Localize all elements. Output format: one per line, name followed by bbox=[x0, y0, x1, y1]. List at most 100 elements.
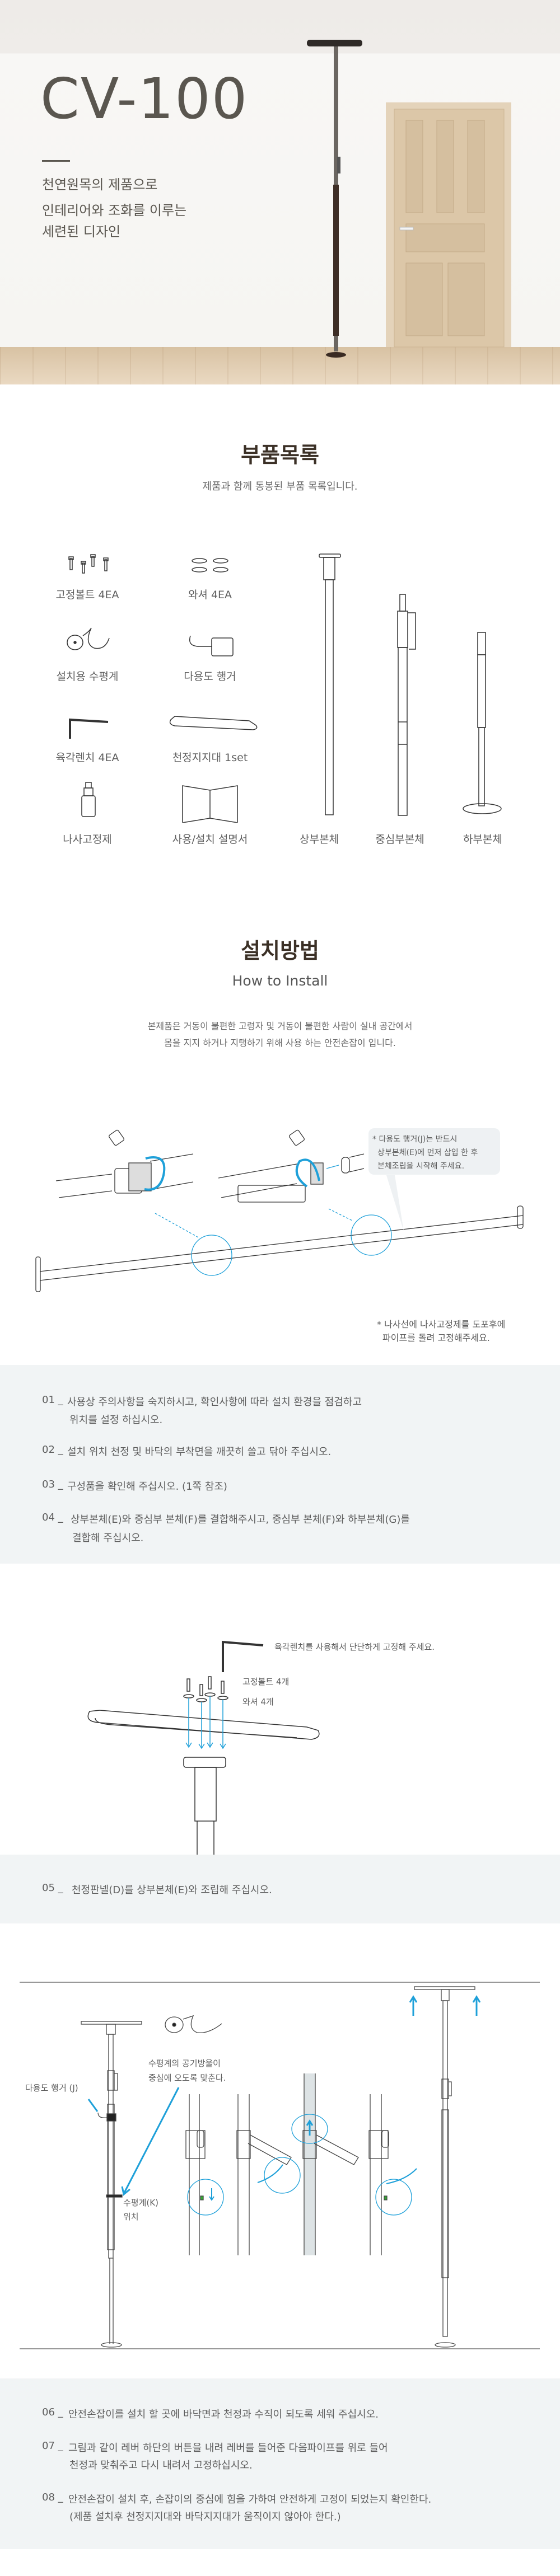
ceiling-panel-diagram bbox=[87, 1640, 320, 1855]
middle-body-icon bbox=[397, 594, 416, 816]
step-number: 05 _ bbox=[42, 1882, 63, 1894]
model-name: CV-100 bbox=[40, 66, 249, 132]
left-pole bbox=[81, 2021, 142, 2348]
step-number: 06 _ bbox=[42, 2406, 63, 2418]
callout-tail bbox=[386, 1175, 404, 1231]
upper-pole bbox=[194, 1767, 217, 1822]
step-number: 03 _ bbox=[42, 1479, 63, 1490]
part-label: 와셔 4EA bbox=[188, 589, 232, 601]
ceiling-bracket-icon bbox=[169, 716, 258, 730]
thread-joint-right-icon bbox=[218, 1129, 365, 1203]
step-text: 안전손잡이 설치 후, 손잡이의 중심에 힘을 가하여 안전하게 고정이 되었는… bbox=[68, 2494, 432, 2505]
parts-subtitle: 제품과 함께 동봉된 부품 목록입니다. bbox=[202, 481, 358, 492]
install-pole-diagram bbox=[20, 1982, 540, 2349]
step-number: 08 _ bbox=[42, 2491, 63, 2503]
part-label: 상부본체 bbox=[300, 833, 339, 846]
hanger-icon bbox=[189, 635, 234, 656]
hanger-block bbox=[106, 2113, 116, 2122]
assembled-rod bbox=[39, 1215, 524, 1281]
steps-band-3 bbox=[0, 2378, 560, 2549]
hanger-callout bbox=[368, 1128, 500, 1175]
wood-floor bbox=[0, 347, 560, 384]
part-label: 고정볼트 4EA bbox=[55, 589, 119, 601]
part-label: 설치용 수평계 bbox=[56, 670, 119, 683]
level-note: 중심에 오도록 맞춘다. bbox=[148, 2073, 226, 2083]
step-text: 그림과 같이 레버 하단의 버튼을 내려 레버를 들어준 다음파이프를 위로 들… bbox=[68, 2442, 388, 2454]
parts-illustrations bbox=[67, 553, 502, 823]
level-icon bbox=[67, 627, 110, 650]
right-pole bbox=[414, 1986, 475, 2348]
manual-icon bbox=[182, 785, 238, 823]
dashed-leader bbox=[155, 1208, 354, 1238]
hero-illustration bbox=[307, 40, 511, 358]
callout-line: 본체조립을 시작해 주세요. bbox=[377, 1162, 465, 1171]
pole bbox=[197, 1821, 214, 1855]
lever-step-2 bbox=[236, 2094, 301, 2255]
part-label: 나사고정제 bbox=[63, 833, 112, 846]
upper-body-icon bbox=[319, 553, 341, 815]
lever-step-4 bbox=[368, 2094, 417, 2255]
step-text: 천정판넬(D)를 상부본체(E)와 조립해 주십시오. bbox=[72, 1884, 272, 1896]
install-description: 본제품은 거동이 불편한 고령자 및 거동이 불편한 사람이 실내 공간에서 bbox=[147, 1021, 413, 1031]
step-text: 결합해 주십시오. bbox=[72, 1532, 144, 1544]
zoom-circle bbox=[191, 1235, 232, 1276]
bottom-end bbox=[35, 1256, 41, 1292]
step-number: 01 _ bbox=[42, 1394, 63, 1406]
thread-note: * 나사선에 나사고정제를 도포후에 bbox=[377, 1319, 506, 1330]
level-position-label: 수평계(K) bbox=[123, 2198, 158, 2208]
top-end bbox=[517, 1205, 524, 1229]
lever-step-1 bbox=[185, 2094, 224, 2255]
part-label: 육각렌치 4EA bbox=[55, 752, 119, 764]
install-description: 몸을 지지 하거나 지탱하기 위해 사용 하는 안전손잡이 입니다. bbox=[164, 1038, 396, 1048]
washers-icon bbox=[192, 558, 228, 573]
callout-line: * 다용도 행거(J)는 반드시 bbox=[372, 1135, 458, 1144]
part-label: 하부본체 bbox=[463, 833, 502, 846]
tagline-line: 인테리어와 조화를 이루는 bbox=[42, 203, 187, 218]
washers-label: 와셔 4개 bbox=[242, 1697, 274, 1707]
step-text: 상부본체(E)와 중심부 본체(F)를 결합해주시고, 중심부 본체(F)와 하… bbox=[71, 1514, 410, 1526]
wrench-note: 육각렌치를 사용해서 단단하게 고정해 주세요. bbox=[274, 1642, 435, 1652]
level-bar bbox=[106, 2194, 123, 2198]
install-subtitle: How to Install bbox=[232, 973, 328, 989]
step-number: 07 _ bbox=[42, 2440, 63, 2452]
zoom-circle bbox=[351, 1214, 392, 1256]
step-number: 04 _ bbox=[42, 1512, 63, 1523]
step-text: (제품 설치후 천정지지대와 바닥지지대가 움직이지 않아야 한다.) bbox=[69, 2511, 341, 2523]
step-text: 위치를 설정 하십시오. bbox=[69, 1414, 163, 1426]
bolts-icon bbox=[68, 554, 109, 574]
level-icon bbox=[165, 2015, 222, 2034]
steps-band-1 bbox=[0, 1365, 560, 1564]
assembly-diagram bbox=[35, 1129, 524, 1292]
steps-band-2 bbox=[0, 1855, 560, 1923]
part-label: 천정지지대 1set bbox=[172, 752, 248, 764]
divider bbox=[42, 160, 70, 162]
step-number: 02 _ bbox=[42, 1444, 63, 1456]
thread-joint-left-icon bbox=[55, 1129, 194, 1198]
bolts-icon bbox=[183, 1676, 228, 1702]
ceiling-floor-lines bbox=[20, 1982, 540, 2349]
install-title: 설치방법 bbox=[241, 939, 319, 963]
hex-wrench-icon bbox=[222, 1640, 264, 1672]
bolt-arrows bbox=[185, 1696, 226, 1749]
step-text: 사용상 주의사항을 숙지하시고, 확인사항에 따라 설치 환경을 점검하고 bbox=[67, 1396, 362, 1408]
hex-wrench-icon bbox=[69, 718, 109, 739]
lever-step-3 bbox=[291, 2073, 359, 2255]
hanger-label: 다용도 행거 (J) bbox=[25, 2083, 78, 2093]
tagline-line: 세련된 디자인 bbox=[42, 224, 121, 240]
step-text: 천정과 맞춰주고 다시 내려서 고정하십시오. bbox=[69, 2460, 253, 2471]
step-text: 구성품을 확인해 주십시오. (1쪽 참조) bbox=[67, 1481, 227, 1493]
ceiling-panel bbox=[87, 1710, 320, 1740]
step-text: 안전손잡이를 설치 할 곳에 바닥면과 천정과 수직이 되도록 세워 주십시오. bbox=[68, 2409, 379, 2420]
thread-note: 파이프를 돌려 고정해주세요. bbox=[382, 1332, 490, 1343]
safety-pole-image bbox=[307, 40, 362, 358]
thread-locker-icon bbox=[81, 782, 96, 817]
door-image bbox=[386, 102, 511, 348]
part-label: 다용도 행거 bbox=[184, 670, 236, 683]
pole-cap bbox=[183, 1757, 226, 1768]
part-label: 사용/설치 설명서 bbox=[172, 833, 248, 846]
part-label: 중심부본체 bbox=[375, 833, 424, 846]
level-position-label: 위치 bbox=[123, 2212, 139, 2222]
hanger-arrow bbox=[87, 2099, 99, 2112]
callout-line: 상부본체(E)에 먼저 삽입 한 후 bbox=[377, 1148, 478, 1157]
hero-banner: CV-100 천연원목의 제품으로 인테리어와 조화를 이루는 세련된 디자인 bbox=[0, 0, 560, 384]
